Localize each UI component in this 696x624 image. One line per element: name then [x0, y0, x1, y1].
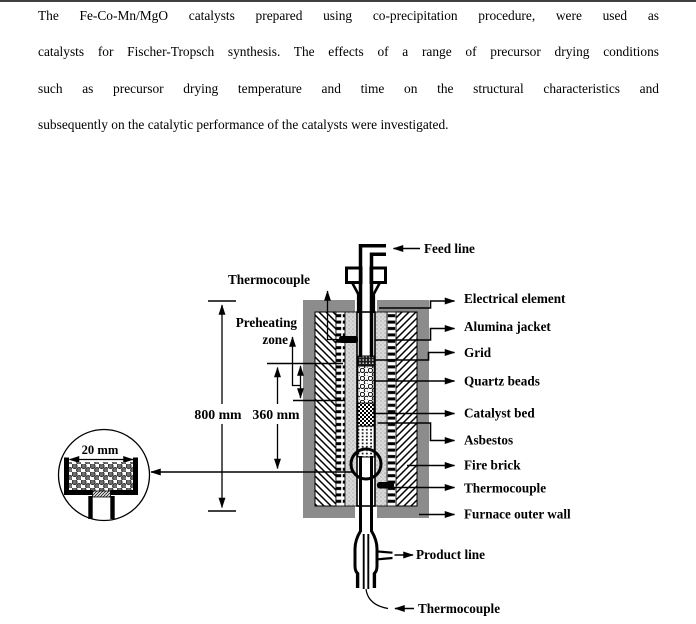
thermocouple-top-leader: [324, 290, 348, 341]
alumina-jacket-right: [374, 311, 388, 507]
intro-paragraph: The Fe-Co-Mn/MgO catalysts prepared usin…: [38, 0, 659, 144]
feed-line-label: Feed line: [424, 241, 475, 256]
label-catalyst-bed: Catalyst bed: [464, 406, 535, 421]
thermocouple-bottom-curve: [365, 588, 389, 610]
leader-alumina-jacket: [375, 325, 456, 341]
dimension-800mm: 800 mm: [194, 300, 242, 512]
dimension-360mm: 360 mm: [252, 366, 300, 470]
label-alumina-jacket: Alumina jacket: [464, 319, 551, 334]
bed-inset: 20 mm: [57, 428, 151, 522]
product-stub-top: [377, 550, 393, 554]
furnace-bottom-notch: [355, 505, 377, 519]
fire-brick-right: [395, 311, 418, 507]
label-thermocouple-mid: Thermocouple: [464, 481, 546, 496]
leader-electrical-element: [379, 297, 456, 309]
product-stub-bottom: [377, 556, 393, 561]
dim-360-label: 360 mm: [252, 407, 300, 422]
fire-brick-left: [314, 311, 337, 507]
paragraph-line: catalysts for Fischer-Tropsch synthesis.…: [38, 44, 659, 60]
feed-tube-assembly: [345, 244, 387, 357]
tube-neck-right: [372, 282, 381, 313]
grid-cap: [357, 355, 375, 367]
magnifier-circle: [349, 447, 383, 481]
right-leaders: [373, 297, 456, 518]
quartz-beads-section: [357, 365, 375, 404]
preheating-zone-label-line2: zone: [262, 332, 288, 347]
outlet-assembly: [353, 456, 393, 589]
label-asbestos: Asbestos: [464, 433, 513, 448]
label-fire-brick: Fire brick: [464, 458, 521, 473]
paragraph-line: The Fe-Co-Mn/MgO catalysts prepared usin…: [38, 8, 659, 23]
asbestos-section: [357, 425, 375, 458]
label-electrical-element: Electrical element: [464, 291, 566, 306]
thermocouple-probe-lower: [377, 482, 394, 489]
feed-port-inner: [369, 252, 386, 357]
tube-neck-left: [351, 282, 360, 313]
outlet-bulb-right: [370, 530, 379, 576]
inset-grid-strip: [92, 490, 111, 498]
paragraph-line: subsequently on the catalytic performanc…: [38, 117, 449, 133]
thermocouple-bottom-label: Thermocouple: [418, 601, 500, 616]
leader-catalyst-bed: [373, 408, 456, 417]
inset-dim-label: 20 mm: [82, 443, 119, 457]
electrical-element-right: [386, 311, 397, 507]
label-furnace-outer-wall: Furnace outer wall: [464, 507, 571, 522]
thermocouple-probe-upper: [339, 336, 358, 343]
product-line-label: Product line: [416, 547, 485, 562]
leader-grid: [375, 349, 456, 361]
outlet-bulb-left: [353, 530, 362, 576]
thermocouple-top-label: Thermocouple: [228, 272, 310, 287]
label-grid: Grid: [464, 345, 492, 360]
feed-port-outer: [358, 244, 386, 357]
paragraph-line: such as precursor drying temperature and…: [38, 80, 659, 96]
label-quartz-beads: Quartz beads: [464, 374, 540, 389]
inset-beads-fill: [69, 462, 133, 491]
catalyst-bed-section: [357, 402, 375, 427]
preheating-zone-label-line1: Preheating: [236, 315, 298, 330]
dim-800-label: 800 mm: [194, 407, 242, 422]
leader-asbestos: [377, 422, 456, 444]
furnace-body: [303, 299, 429, 519]
right-labels: Electrical element Alumina jacket Grid Q…: [464, 291, 571, 522]
preheating-zone-leader: [289, 336, 301, 387]
